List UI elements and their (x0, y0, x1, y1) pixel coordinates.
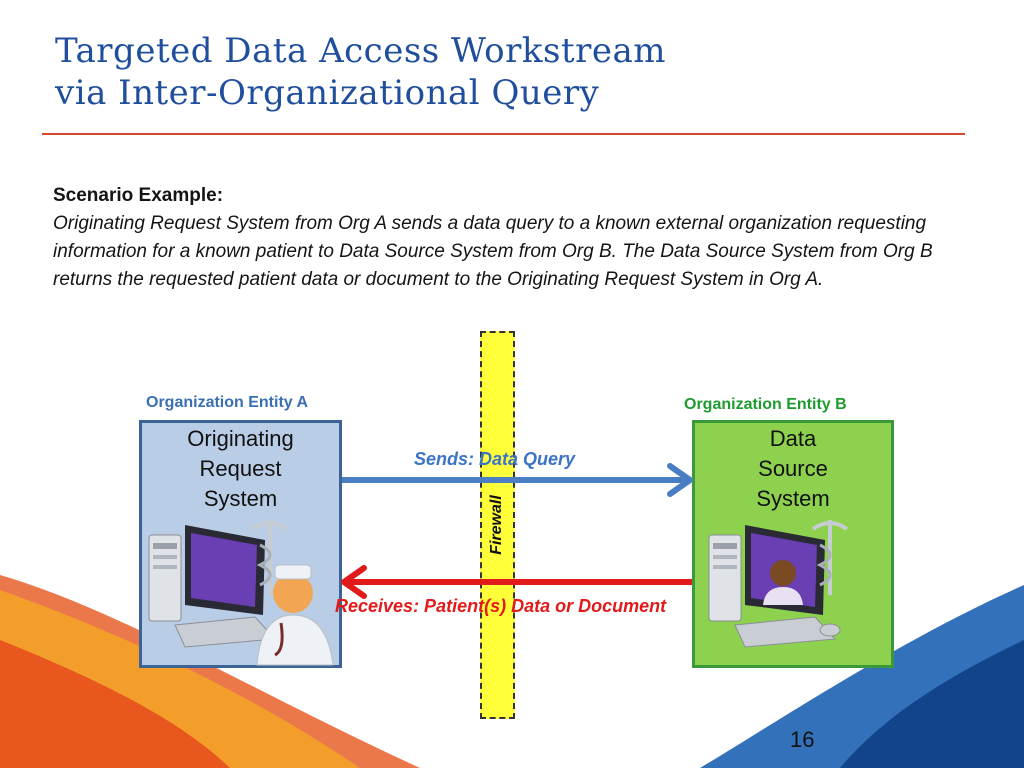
system-name-line: Source (758, 456, 828, 481)
firewall-bar (480, 331, 515, 719)
scenario-heading: Scenario Example: (53, 185, 224, 206)
title-line-2: via Inter-Organizational Query (55, 73, 600, 113)
system-name-line: Originating (187, 426, 294, 451)
entity-b-label: Organization Entity B (684, 396, 847, 413)
system-name-line: System (203, 486, 278, 511)
send-query-label: Sends: Data Query (414, 449, 576, 469)
caduceus-icon (251, 520, 289, 595)
page-number: 16 (790, 727, 815, 752)
system-name-line: Data (769, 426, 817, 451)
data-source-system-name: Data Source System (692, 424, 894, 514)
system-name-line: System (756, 486, 830, 511)
entity-a-label: Organization Entity A (146, 394, 309, 411)
title-line-1: Targeted Data Access Workstream (55, 31, 666, 71)
patient-workstation-icon (708, 520, 849, 648)
scenario-block: Scenario Example: Originating Request Sy… (53, 182, 953, 294)
scenario-text: Originating Request System from Org A se… (53, 213, 933, 290)
title-divider (42, 133, 965, 135)
system-name-line: Request (199, 456, 282, 481)
originating-system-name: Originating Request System (139, 424, 342, 514)
page-title: Targeted Data Access Workstream via Inte… (55, 30, 955, 114)
receive-data-label: Receives: Patient(s) Data or Document (335, 596, 667, 616)
doctor-workstation-icon (148, 520, 334, 666)
caduceus-icon (811, 520, 849, 595)
